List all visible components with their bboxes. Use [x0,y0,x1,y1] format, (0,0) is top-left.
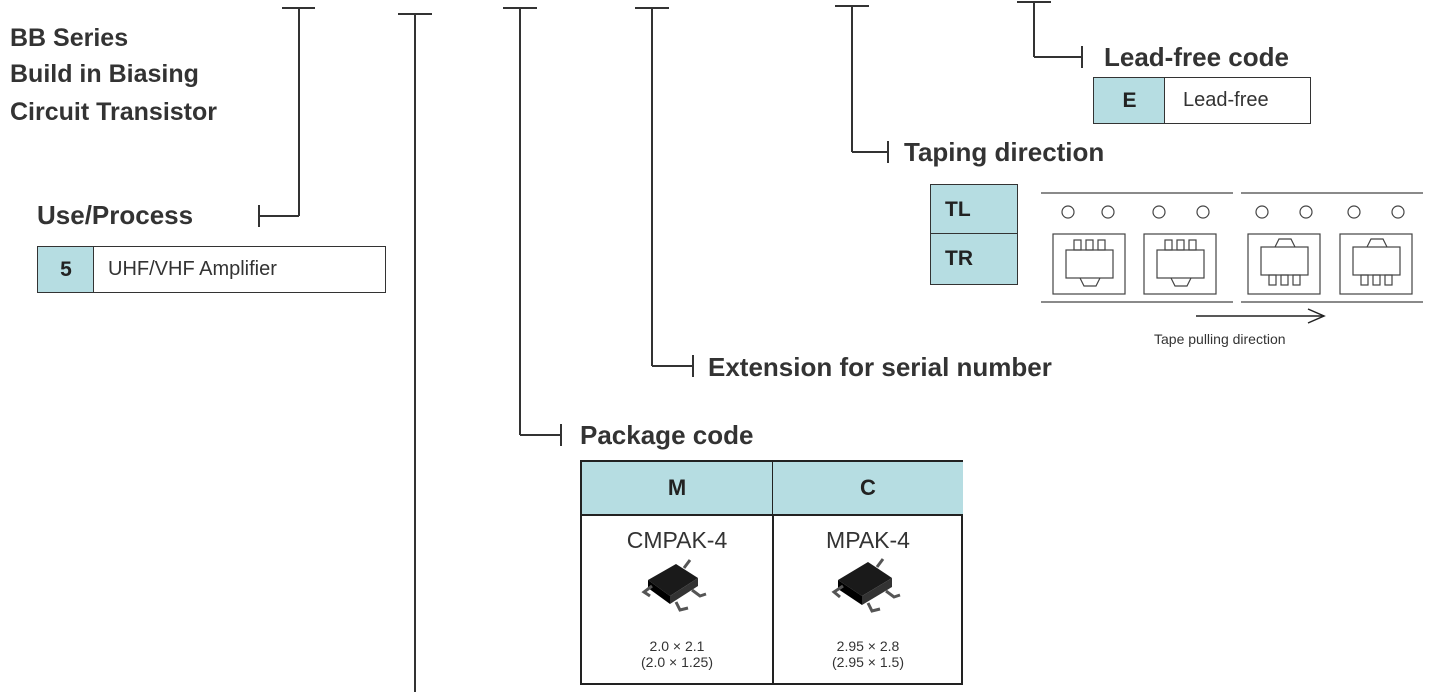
tape-illustration [1041,192,1423,303]
lead-free-heading: Lead-free code [1104,42,1289,72]
package-code-m: M [582,462,772,516]
package-heading: Package code [580,420,754,450]
package-dims-m: 2.0 × 2.1 (2.0 × 1.25) [582,638,772,670]
use-process-description: UHF/VHF Amplifier [93,246,386,293]
taping-code-tr: TR [930,233,1018,285]
lead-free-description: Lead-free [1164,77,1311,124]
taping-heading: Taping direction [904,137,1105,167]
package-column-m: M CMPAK-4 2.0 × 2.1 (2.0 × 1.25) [582,462,774,683]
package-dim-m-1: 2.0 × 2.1 [649,638,705,654]
chip-icon [641,559,707,612]
package-dim-m-2: (2.0 × 1.25) [641,654,713,670]
package-name-c: MPAK-4 [826,527,910,553]
package-table: M CMPAK-4 2.0 × 2.1 (2.0 × 1.25) C MPAK-… [580,460,963,685]
package-dims-c: 2.95 × 2.8 (2.95 × 1.5) [773,638,963,670]
use-process-heading: Use/Process [37,200,194,230]
package-dim-c-1: 2.95 × 2.8 [836,638,900,654]
use-process-code: 5 [37,246,95,293]
tape-pull-arrow [1196,308,1326,324]
series-title-line-2: Build in Biasing [10,60,199,88]
tape-pulling-label: Tape pulling direction [1154,331,1286,347]
chip-icon [831,558,901,613]
package-name-m: CMPAK-4 [626,527,728,553]
package-dim-c-2: (2.95 × 1.5) [832,654,904,670]
extension-heading: Extension for serial number [708,352,1052,382]
taping-code-tl: TL [930,184,1018,235]
series-title-line-3: Circuit Transistor [10,98,217,126]
package-column-c: C MPAK-4 2.95 × 2.8 (2.95 × 1.5) [773,462,963,683]
lead-free-code: E [1093,77,1166,124]
series-title-line-1: BB Series [10,24,129,52]
package-code-c: C [773,462,963,516]
